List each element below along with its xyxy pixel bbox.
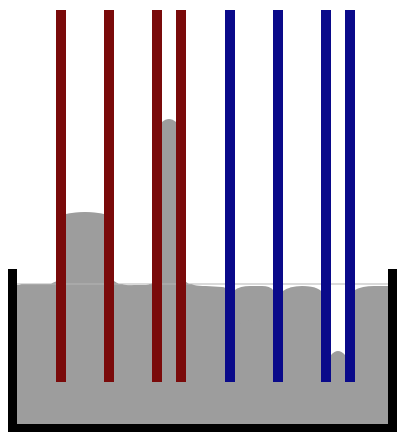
wide-red-tube-right-wall <box>104 10 114 382</box>
container-layer <box>8 269 397 432</box>
liquid-body-bottom <box>57 380 388 424</box>
liquid-body-left <box>14 281 57 424</box>
liquid-column-wide-red <box>66 212 104 380</box>
liquid-right-segment <box>355 286 388 380</box>
container-right-wall <box>388 269 397 432</box>
liquid-column-narrow-red <box>162 119 176 380</box>
narrow-red-tube-left-wall <box>152 10 162 382</box>
wide-red-tube-left-wall <box>56 10 66 382</box>
container-bottom <box>8 424 397 432</box>
liquid-column-narrow-blue <box>331 351 345 380</box>
narrow-blue-tube-left-wall <box>321 10 331 382</box>
container-left-wall <box>8 269 17 432</box>
tube-layer <box>56 10 355 382</box>
narrow-blue-tube-right-wall <box>345 10 355 382</box>
liquid-between-red-blue <box>186 282 226 380</box>
wide-blue-tube-right-wall <box>273 10 283 382</box>
wide-blue-tube-left-wall <box>225 10 235 382</box>
liquid-layer <box>14 119 388 424</box>
liquid-between-red-groups <box>114 281 153 380</box>
liquid-between-blue-groups <box>283 286 321 380</box>
narrow-red-tube-right-wall <box>176 10 186 382</box>
liquid-column-wide-blue <box>235 320 273 380</box>
